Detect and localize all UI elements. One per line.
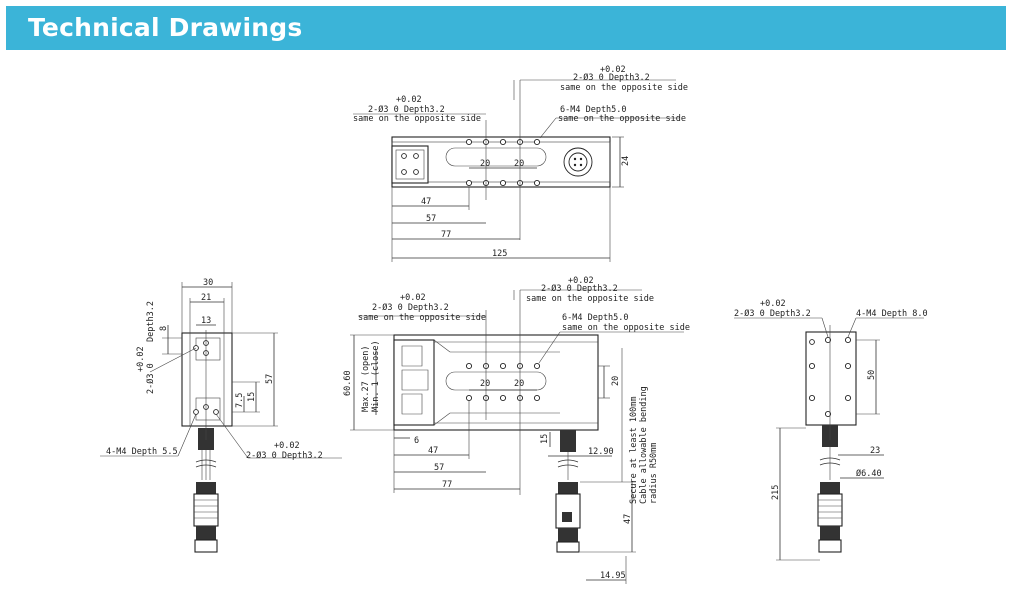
right-dim-640: Ø6.40 — [856, 468, 882, 479]
top-tol-right: +0.02 — [600, 65, 626, 75]
right-holes: 2-Ø3 0 Depth3.2 — [734, 308, 811, 319]
left-dim-8: 8 — [159, 326, 169, 331]
front-dim-77: 77 — [442, 480, 452, 490]
top-tol-left: +0.02 — [396, 95, 422, 105]
top-m4-opp: same on the opposite side — [558, 114, 686, 124]
left-dim-21: 21 — [201, 293, 211, 303]
top-dim-77: 77 — [441, 230, 451, 240]
front-dim-20a: 20 — [480, 379, 490, 389]
front-note-3: radius R50mm — [649, 443, 659, 504]
right-m4: 4-M4 Depth 8.0 — [856, 309, 928, 319]
front-tol-right: +0.02 — [568, 276, 594, 286]
front-note-1: Secure at least 100mm — [629, 397, 639, 504]
front-opp-left: same on the opposite side — [358, 313, 486, 323]
left-dim-57: 57 — [265, 374, 275, 384]
top-dim-57: 57 — [426, 214, 436, 224]
right-view — [734, 317, 924, 561]
right-tol: +0.02 — [760, 299, 786, 309]
top-opp-right: same on the opposite side — [560, 83, 688, 93]
top-dim-20a: 20 — [480, 159, 490, 169]
right-dim-23: 23 — [870, 446, 880, 456]
top-dim-24: 24 — [621, 156, 631, 166]
top-dim-47: 47 — [421, 197, 431, 207]
left-holes-b: 2-Ø3 0 Depth3.2 — [246, 450, 323, 461]
front-max-open: Max.27 (open) — [361, 345, 371, 412]
left-dim-75: 7.5 — [235, 393, 245, 408]
left-side-view — [100, 282, 342, 553]
left-tol: +0.02 — [136, 346, 146, 372]
front-view — [350, 289, 684, 584]
front-dim-20b: 20 — [514, 379, 524, 389]
front-dim-1290: 12.90 — [588, 447, 614, 457]
front-tol-left: +0.02 — [400, 293, 426, 303]
top-holes-left: 2-Ø3 0 Depth3.2 — [368, 104, 445, 115]
front-dim-6060: 60.60 — [343, 370, 353, 396]
top-m4: 6-M4 Depth5.0 — [560, 105, 627, 115]
top-holes-right: 2-Ø3 0 Depth3.2 — [573, 72, 650, 83]
front-opp-right: same on the opposite side — [526, 294, 654, 304]
front-min-close: Min. 1 (close) — [371, 340, 381, 412]
top-dim-20b: 20 — [514, 159, 524, 169]
front-dim-57: 57 — [434, 463, 444, 473]
front-note-2: Cable allowable bending — [639, 386, 649, 504]
front-dim-20v: 20 — [611, 376, 621, 386]
front-dim-15: 15 — [540, 434, 550, 444]
left-dim-15: 15 — [247, 392, 257, 402]
right-dim-50: 50 — [867, 370, 877, 380]
front-dim-6: 6 — [414, 436, 419, 446]
right-dim-215: 215 — [771, 485, 781, 500]
left-dim-13: 13 — [201, 316, 211, 326]
left-tol-b: +0.02 — [274, 441, 300, 451]
front-holes-right: 2-Ø3 0 Depth3.2 — [541, 283, 618, 294]
front-dim-47v: 47 — [623, 514, 633, 524]
front-m4: 6-M4 Depth5.0 — [562, 313, 629, 323]
left-m4: 4-M4 Depth 5.5 — [106, 447, 178, 457]
top-view — [353, 79, 680, 262]
left-dim-30: 30 — [203, 278, 213, 288]
front-dim-47: 47 — [428, 446, 438, 456]
left-holes: 2-Ø3 0 — [145, 363, 156, 394]
front-holes-left: 2-Ø3 0 Depth3.2 — [372, 302, 449, 313]
left-depth: Depth3.2 — [146, 301, 156, 342]
front-dim-1495: 14.95 — [600, 571, 626, 581]
front-m4-opp: same on the opposite side — [562, 323, 690, 333]
top-dim-125: 125 — [492, 249, 507, 259]
page-title: Technical Drawings — [28, 13, 303, 42]
section-header: Technical Drawings — [6, 6, 1006, 50]
top-opp-left: same on the opposite side — [353, 114, 481, 124]
